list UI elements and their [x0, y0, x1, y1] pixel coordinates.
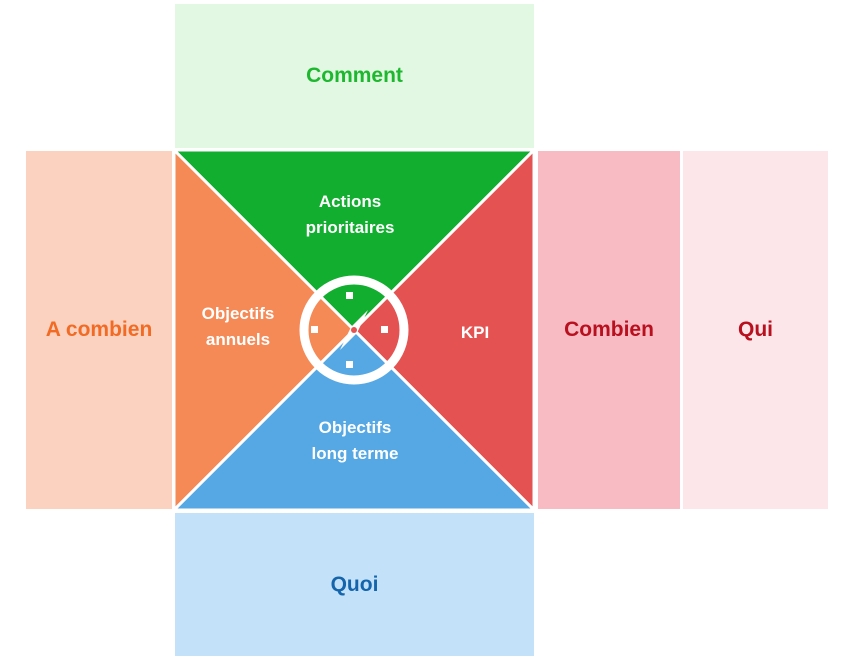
panel-quoi: Quoi	[175, 513, 534, 656]
panel-comment-label: Comment	[306, 64, 403, 87]
panel-qui-label: Qui	[738, 318, 773, 341]
compass-icon	[299, 275, 409, 385]
label-objectifs-long-terme: Objectifs long terme	[311, 418, 399, 463]
label-kpi: KPI	[460, 323, 490, 342]
panel-combien: Combien	[538, 151, 680, 509]
triangle-objectifs-long-terme	[172, 328, 536, 512]
panel-a-combien: A combien	[26, 151, 172, 509]
panel-comment: Comment	[175, 4, 534, 148]
panel-combien-label: Combien	[564, 318, 654, 341]
label-actions-prioritaires: Actions prioritaires	[305, 192, 395, 237]
panel-a-combien-label: A combien	[45, 318, 153, 341]
panel-qui: Qui	[683, 151, 828, 509]
panel-quoi-label: Quoi	[330, 572, 379, 596]
label-objectifs-annuels: Objectifs annuels	[201, 304, 275, 349]
